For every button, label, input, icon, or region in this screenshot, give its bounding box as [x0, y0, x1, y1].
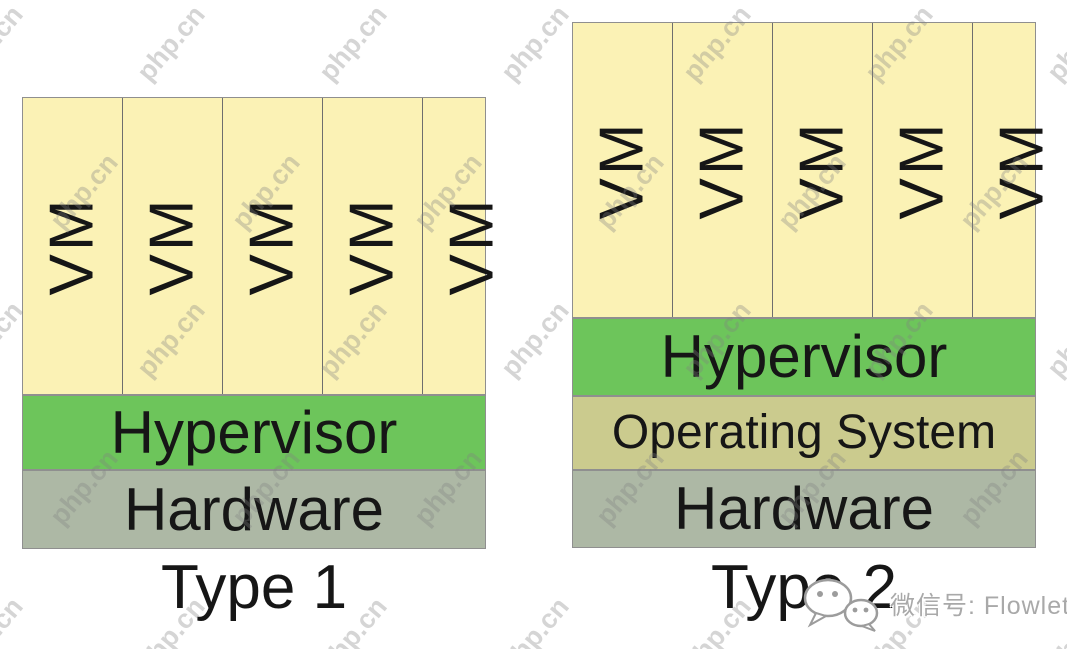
type2-hypervisor-layer: Hypervisor	[572, 318, 1036, 396]
watermark-text: php.cn	[0, 0, 29, 87]
type1-hypervisor-layer: Hypervisor	[22, 395, 486, 470]
watermark-text: php.cn	[494, 0, 575, 87]
hardware-label: Hardware	[123, 475, 385, 543]
type1-caption: Type 1	[160, 553, 348, 622]
vm-label: VM	[137, 196, 207, 296]
wechat-icon	[803, 578, 879, 632]
type1-vm-row: VM VM VM VM VM	[22, 97, 507, 395]
watermark-text: php.cn	[494, 591, 575, 649]
vm-box: VM	[123, 98, 223, 394]
wechat-id-label: 微信号: Flowlet	[890, 592, 1067, 620]
type2-vm-row: VM VM VM VM VM	[572, 22, 1057, 318]
vm-box: VM	[323, 98, 423, 394]
hardware-label: Hardware	[673, 475, 935, 542]
hypervisor-label: Hypervisor	[660, 323, 948, 390]
vm-box: VM	[573, 23, 673, 317]
vm-box: VM	[673, 23, 773, 317]
vm-label: VM	[237, 196, 307, 296]
vm-box: VM	[873, 23, 973, 317]
type1-hardware-layer: Hardware	[22, 470, 486, 549]
vm-label: VM	[437, 196, 507, 296]
vm-label: VM	[587, 120, 657, 220]
vm-label: VM	[887, 120, 957, 220]
vm-label: VM	[987, 120, 1057, 220]
wechat-badge: 微信号: Flowlet	[800, 576, 1067, 632]
hypervisor-label: Hypervisor	[110, 398, 398, 466]
vm-label: VM	[687, 120, 757, 220]
vm-box: VM	[423, 98, 522, 394]
vm-box: VM	[973, 23, 1067, 317]
watermark-text: php.cn	[312, 0, 393, 87]
type2-operating-system-layer: Operating System	[572, 396, 1036, 470]
watermark-text: php.cn	[130, 0, 211, 87]
vm-label: VM	[787, 120, 857, 220]
vm-box: VM	[223, 98, 323, 394]
type2-hardware-layer: Hardware	[572, 470, 1036, 548]
vm-box: VM	[773, 23, 873, 317]
vm-label: VM	[337, 196, 407, 296]
vm-box: VM	[23, 98, 123, 394]
operating-system-label: Operating System	[611, 406, 997, 459]
vm-label: VM	[37, 196, 107, 296]
